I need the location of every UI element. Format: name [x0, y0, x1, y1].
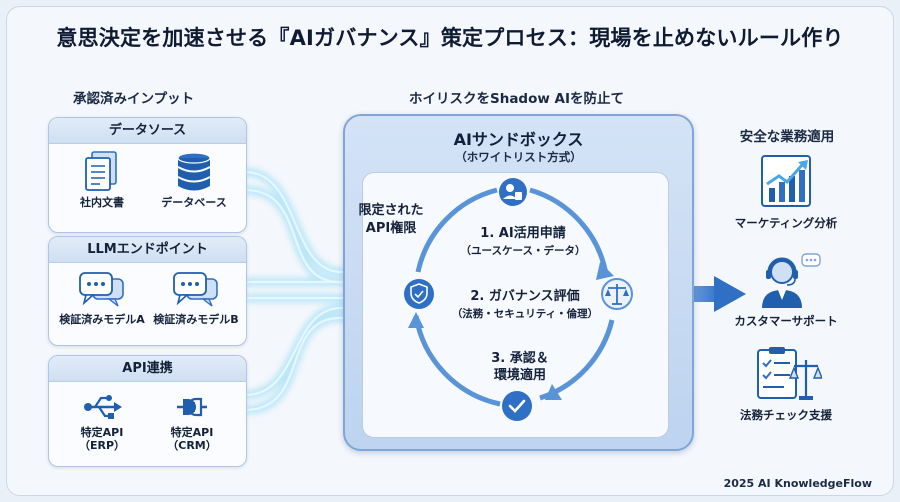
limited-api-label: 限定された API権限 [350, 202, 432, 238]
item-api-erp: 特定API （ERP） [57, 390, 147, 452]
item-database: データベース [149, 150, 239, 209]
limited-api-line2: API権限 [365, 221, 417, 236]
output-legal-check: 法務チェック支援 [726, 346, 846, 423]
panel-title: API連携 [49, 356, 246, 382]
chat-bubble-icon [79, 272, 124, 307]
step-1: 1. AI活用申請 （ユースケース・データ） [448, 222, 598, 258]
inputs-heading: 承認済みインプット [73, 91, 195, 107]
item-label: データベース [161, 196, 227, 209]
legal-checklist-icon [757, 347, 822, 400]
item-internal-docs: 社内文書 [57, 150, 147, 209]
panel-title: LLMエンドポイント [49, 237, 246, 263]
growth-chart-icon [761, 155, 811, 207]
shield-icon [404, 279, 434, 309]
page-title: 意思決定を加速させる『AIガバナンス』策定プロセス：現場を止めないルール作り [56, 26, 844, 50]
step-1-title: 1. AI活用申請 [480, 226, 566, 241]
checkmark-icon [502, 391, 532, 421]
output-label: マーケティング分析 [734, 216, 838, 230]
step-2-detail: （法務・セキュリティ・倫理） [451, 308, 599, 320]
plug-connector-icon [177, 397, 207, 417]
support-agent-icon [762, 253, 821, 308]
item-label: 社内文書 [80, 196, 124, 209]
usb-connector-icon [84, 395, 122, 419]
panel-title: データソース [49, 118, 246, 144]
request-icon [499, 178, 527, 206]
scales-icon [601, 278, 633, 310]
chat-bubble-icon [173, 272, 218, 307]
step-2: 2. ガバナンス評価 （法務・セキュリティ・倫理） [440, 285, 610, 321]
panel-api-integration: API連携 特定API （ERP） 特定API （CRM） [48, 355, 247, 467]
outputs-heading: 安全な業務適用 [739, 129, 835, 145]
output-customer-support: カスタマーサポート [726, 252, 846, 329]
sandbox-heading: ホイリスクをShadow AIを防止て [408, 91, 625, 107]
sandbox-subtitle: （ホワイトリスト方式） [455, 150, 582, 164]
step-3: 3. 承認＆ 環境適用 [470, 350, 570, 384]
footer-credit: 2025 AI KnowledgeFlow [723, 477, 872, 490]
panel-data-sources: データソース 社内文書 データベース [48, 117, 247, 233]
step-2-title: 2. ガバナンス評価 [470, 289, 580, 304]
item-model-b: 検証済みモデルB [149, 269, 243, 326]
item-sublabel: （CRM） [167, 439, 217, 452]
output-label: 法務チェック支援 [740, 408, 832, 422]
item-label: 検証済みモデルA [59, 313, 145, 326]
panel-llm-endpoints: LLMエンドポイント 検証済みモデルA 検証済みモデルB [48, 236, 247, 346]
output-marketing: マーケティング分析 [726, 152, 846, 231]
item-label: 特定API [170, 426, 214, 439]
document-icon [85, 151, 117, 191]
item-api-crm: 特定API （CRM） [147, 390, 237, 452]
item-model-a: 検証済みモデルA [55, 269, 149, 326]
step-3-title-line1: 3. 承認＆ [491, 351, 549, 366]
item-label: 検証済みモデルB [153, 313, 239, 326]
step-3-title-line2: 環境適用 [493, 368, 546, 383]
item-label: 特定API [80, 426, 124, 439]
database-icon [177, 152, 211, 191]
output-label: カスタマーサポート [734, 314, 838, 328]
limited-api-line1: 限定された [358, 203, 424, 218]
step-1-detail: （ユースケース・データ） [460, 245, 586, 257]
item-sublabel: （ERP） [78, 439, 126, 452]
sandbox-title: AIサンドボックス [453, 130, 584, 149]
